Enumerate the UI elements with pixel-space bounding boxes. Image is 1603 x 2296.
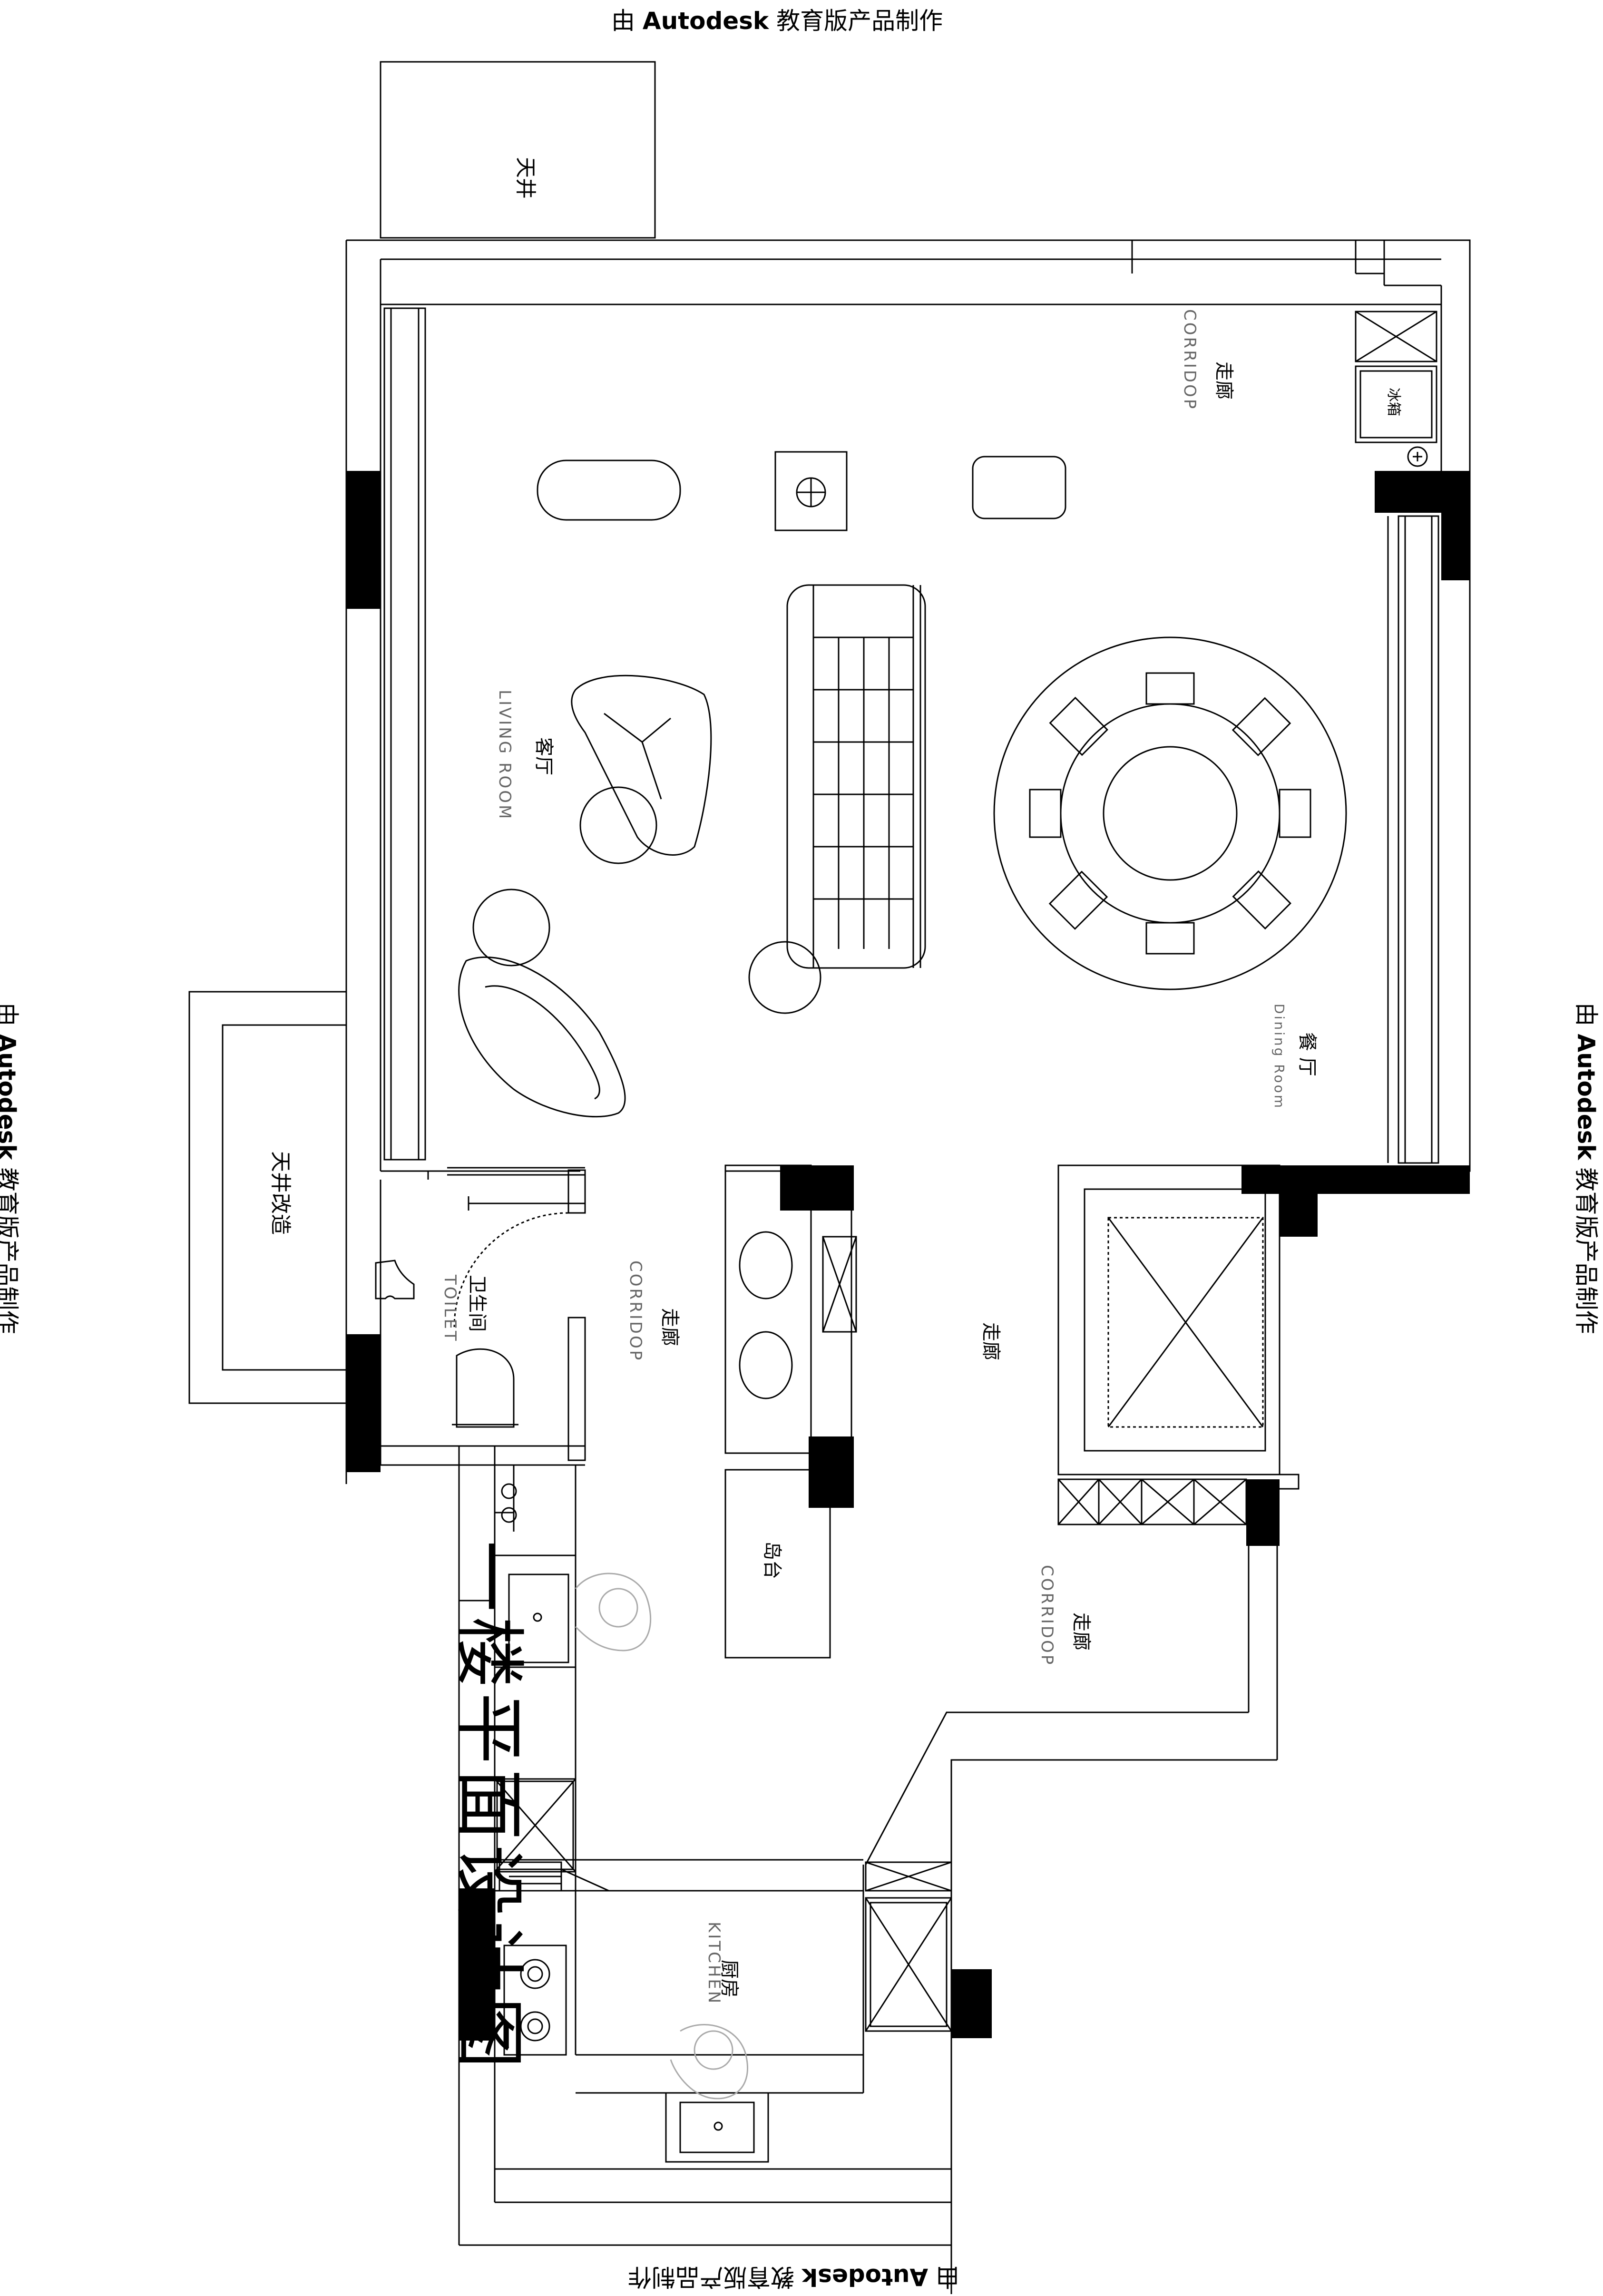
corridor-lower-label: 走廊	[1070, 1612, 1092, 1651]
outer-wall-upper	[346, 239, 1471, 1172]
corridor-lower-en-label: CORRIDOP	[1037, 1565, 1056, 1666]
corridor-center-label: 走廊	[980, 1322, 1002, 1360]
toilet-en-label: TOILET	[440, 1274, 459, 1343]
island-label: 岛台	[761, 1541, 783, 1579]
kitchen-label: 厨房	[718, 1960, 740, 1998]
living-room-en-label: LIVING ROOM	[495, 690, 514, 821]
corridor-mid-en-label: CORRIDOP	[626, 1260, 645, 1362]
skylight-top-label: 天井	[513, 157, 538, 199]
plan-title: 一楼平面设计图	[447, 1540, 530, 2073]
corridor-top-label: 走廊	[1213, 361, 1235, 400]
corridor-mid-label: 走廊	[659, 1308, 681, 1346]
fridge-label: 冰箱	[1385, 388, 1402, 416]
dining-room-en-label: Dining Room	[1271, 1004, 1287, 1110]
structural-columns	[346, 471, 1470, 2041]
kitchen-en-label: KITCHEN	[704, 1922, 723, 2005]
watermark-top: 由 Autodesk 教育版产品制作	[611, 7, 943, 35]
skylight-renovation-label: 天井改造	[268, 1151, 293, 1235]
living-room-label: 客厅	[533, 737, 555, 775]
dining-room-label: 餐 厅	[1296, 1032, 1318, 1076]
toilet-label: 卫生间	[466, 1275, 488, 1332]
skylight-top-box	[380, 61, 656, 239]
corridor-top-en-label: CORRIDOP	[1180, 309, 1199, 410]
